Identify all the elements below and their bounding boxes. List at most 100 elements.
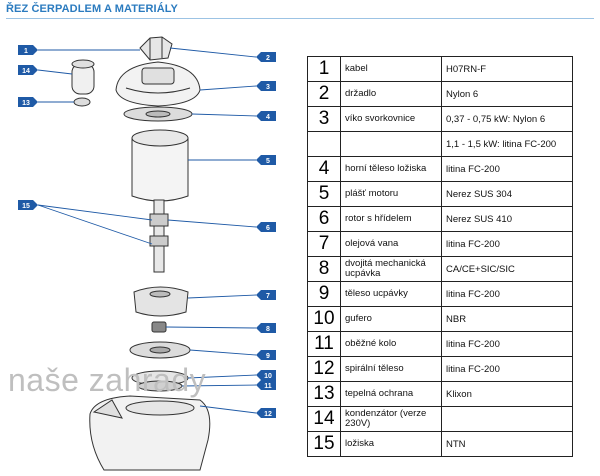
- callout-marker: 13: [18, 97, 38, 107]
- part-name: horní těleso ložiska: [340, 156, 442, 182]
- callout-number: 11: [264, 383, 272, 390]
- title-divider: [6, 18, 594, 19]
- callout-marker: 3: [256, 81, 276, 91]
- part-number: 15: [307, 431, 341, 457]
- part-number: 11: [307, 331, 341, 357]
- callout-marker: 9: [256, 350, 276, 360]
- leader-line: [191, 113, 257, 117]
- part-material: Nerez SUS 304: [441, 181, 573, 207]
- part-material: CA/CE+SIC/SIC: [441, 256, 573, 282]
- part-number: 12: [307, 356, 341, 382]
- leader-line: [187, 294, 257, 299]
- part-material: litina FC-200: [441, 281, 573, 307]
- part-capacitor: [71, 59, 95, 95]
- callout-marker: 10: [256, 370, 276, 380]
- part-name: [340, 131, 442, 157]
- callout-number: 9: [266, 353, 270, 360]
- callout-number: 7: [266, 293, 270, 300]
- part-material: Klixon: [441, 381, 573, 407]
- callout-arrow-shape: [256, 323, 276, 333]
- leader-line: [199, 85, 257, 91]
- callout-marker: 4: [256, 111, 276, 121]
- part-name: ložiska: [340, 431, 442, 457]
- part-rotor-shaft: [149, 199, 169, 273]
- callout-arrow-shape: [18, 200, 38, 210]
- part-name: kabel: [340, 56, 442, 82]
- part-material: Nerez SUS 410: [441, 206, 573, 232]
- leader-lines: [37, 47, 257, 414]
- part-upper-bearing-housing: [123, 106, 193, 122]
- part-name: rotor s hřídelem: [340, 206, 442, 232]
- callout-number: 13: [22, 100, 30, 107]
- leader-line: [167, 219, 257, 228]
- part-name: olejová vana: [340, 231, 442, 257]
- part-terminal-cover: [115, 61, 201, 107]
- leader-line: [37, 204, 153, 221]
- callout-arrow-shape: [256, 155, 276, 165]
- part-thermal-protection: [73, 97, 91, 107]
- callout-number: 1: [24, 48, 28, 55]
- part-number: [307, 131, 341, 157]
- leader-line: [169, 47, 257, 58]
- part-material: 1,1 - 1,5 kW: litina FC-200: [441, 131, 573, 157]
- part-material: 0,37 - 0,75 kW: Nylon 6: [441, 106, 573, 132]
- part-number: 4: [307, 156, 341, 182]
- callout-arrow-shape: [256, 370, 276, 380]
- callout-number: 2: [266, 55, 270, 62]
- part-number: 8: [307, 256, 341, 282]
- part-number: 1: [307, 56, 341, 82]
- callout-marker: 6: [256, 222, 276, 232]
- callout-marker: 11: [256, 380, 276, 390]
- callout-number: 15: [22, 203, 30, 210]
- leader-line: [37, 69, 73, 75]
- part-material: [441, 406, 573, 432]
- callout-arrow-shape: [256, 222, 276, 232]
- callout-arrow-shape: [18, 65, 38, 75]
- part-material: litina FC-200: [441, 231, 573, 257]
- part-volute-casing: [89, 395, 211, 471]
- part-number: 7: [307, 231, 341, 257]
- callout-arrow-shape: [256, 350, 276, 360]
- part-material: litina FC-200: [441, 331, 573, 357]
- callout-number: 4: [266, 114, 270, 121]
- callout-arrow-shape: [256, 380, 276, 390]
- part-number: 10: [307, 306, 341, 332]
- leader-line: [37, 204, 153, 245]
- callout-arrow-shape: [256, 111, 276, 121]
- callout-marker: 8: [256, 323, 276, 333]
- part-name: gufero: [340, 306, 442, 332]
- part-material: Nylon 6: [441, 81, 573, 107]
- callout-arrow-shape: [18, 45, 38, 55]
- part-name: držadlo: [340, 81, 442, 107]
- watermark-text: naše zahrady: [8, 362, 207, 398]
- leader-line: [189, 349, 257, 356]
- leader-line: [187, 374, 257, 379]
- part-material: litina FC-200: [441, 156, 573, 182]
- part-number: 9: [307, 281, 341, 307]
- part-motor-casing: [131, 129, 189, 202]
- part-material: litina FC-200: [441, 356, 573, 382]
- callout-marker: 14: [18, 65, 38, 75]
- part-number: 13: [307, 381, 341, 407]
- callout-arrow-shape: [256, 81, 276, 91]
- callout-marker: 5: [256, 155, 276, 165]
- part-number: 2: [307, 81, 341, 107]
- part-number: 14: [307, 406, 341, 432]
- callout-number: 12: [264, 411, 272, 418]
- part-number: 6: [307, 206, 341, 232]
- part-name: oběžné kolo: [340, 331, 442, 357]
